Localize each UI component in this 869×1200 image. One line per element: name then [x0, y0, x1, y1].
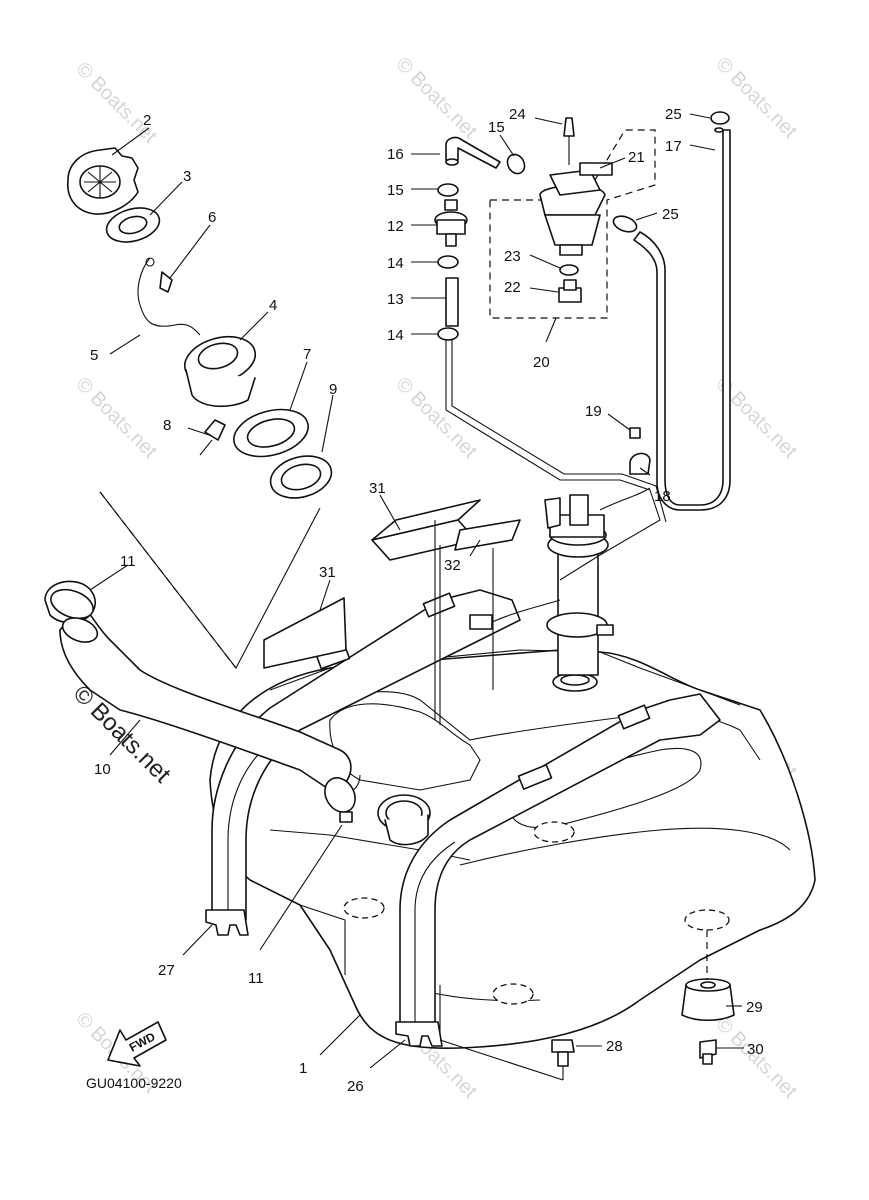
filler-cap-assembly: [67, 147, 333, 499]
callout-29: 29: [746, 999, 763, 1016]
callout-28: 28: [606, 1038, 623, 1055]
callout-18: 18: [654, 488, 671, 505]
fwd-arrow-icon: FWD: [107, 1021, 167, 1067]
callout-21: 21: [628, 149, 645, 166]
label-31-lower: [263, 597, 347, 669]
callout-27: 27: [158, 962, 175, 979]
callout-5: 5: [90, 347, 98, 364]
mount-hardware: [551, 930, 735, 1067]
callouts: 2 3 6 4 5 7 8 9 11 10 11 27 1 26 28 29 3…: [89, 106, 764, 1095]
callout-7: 7: [303, 346, 311, 363]
callout-1: 1: [299, 1060, 307, 1077]
callout-15-left: 15: [387, 182, 404, 199]
callout-16: 16: [387, 146, 404, 163]
callout-32: 32: [444, 557, 461, 574]
callout-12: 12: [387, 218, 404, 235]
callout-11-lower: 11: [248, 970, 264, 987]
callout-17: 17: [665, 138, 682, 155]
callout-2: 2: [143, 112, 151, 129]
callout-15-right: 15: [488, 119, 505, 136]
callout-14-upper: 14: [387, 255, 404, 272]
callout-6: 6: [208, 209, 216, 226]
callout-25-right: 25: [662, 206, 679, 223]
callout-31-lower: 31: [319, 564, 336, 581]
callout-10: 10: [94, 761, 111, 778]
diagram-code: GU04100-9220: [86, 1075, 182, 1091]
callout-4: 4: [269, 297, 277, 314]
watermark-text: © Boats.net: [71, 373, 161, 463]
callout-22: 22: [504, 279, 521, 296]
filler-hose: [44, 580, 361, 823]
callout-8: 8: [163, 417, 171, 434]
fuel-pickup-unit: [469, 487, 651, 676]
watermark-text: © Boats.net: [391, 53, 481, 143]
warning-labels: [263, 499, 521, 669]
callout-9: 9: [329, 381, 337, 398]
reference-lines: [99, 491, 564, 1081]
callout-13: 13: [387, 291, 404, 308]
fuel-filter-assembly: [489, 117, 656, 343]
watermark-text: © Boats.net: [391, 373, 481, 463]
watermark-text: © Boats.net: [71, 58, 161, 148]
callout-19: 19: [585, 403, 602, 420]
callout-11-upper: 11: [120, 553, 136, 570]
callout-25-top: 25: [665, 106, 682, 123]
label-32: [454, 519, 521, 551]
callout-26: 26: [347, 1078, 364, 1095]
callout-14-lower: 14: [387, 327, 404, 344]
callout-30: 30: [747, 1041, 764, 1058]
callout-24: 24: [509, 106, 526, 123]
callout-31-upper: 31: [369, 480, 386, 497]
fuel-hoses: [434, 111, 731, 581]
callout-3: 3: [183, 168, 191, 185]
callout-23: 23: [504, 248, 521, 265]
callout-20: 20: [533, 354, 550, 371]
